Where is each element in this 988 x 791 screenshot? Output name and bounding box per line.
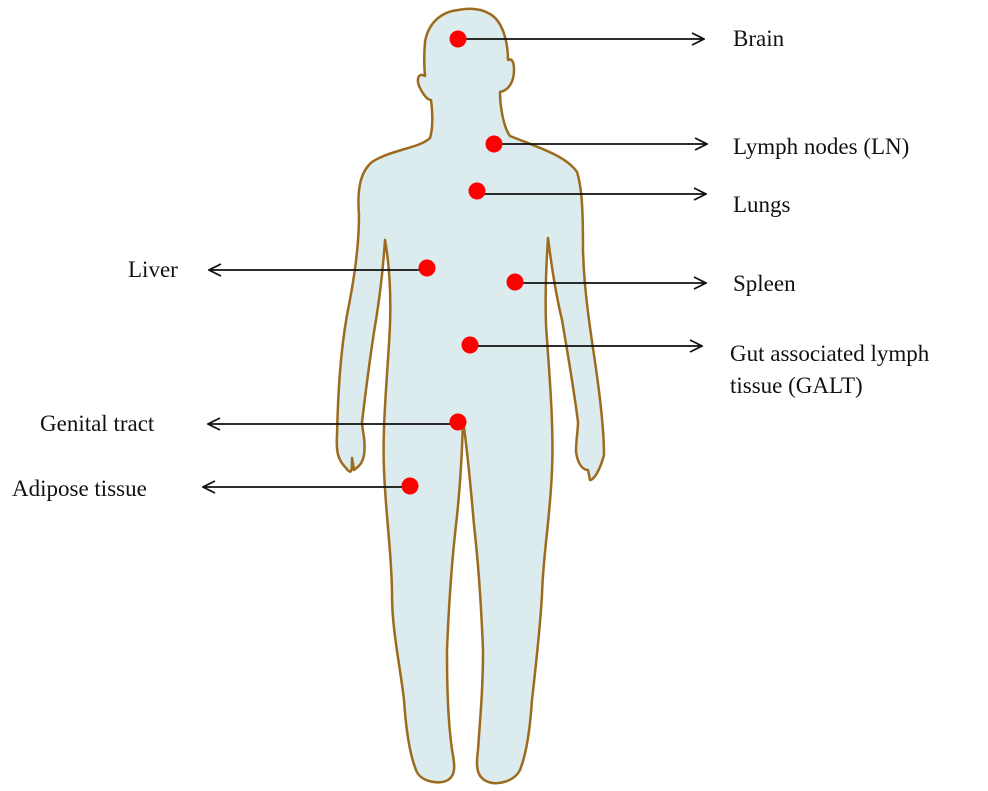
marker-genital-tract (450, 414, 467, 431)
human-body-silhouette (337, 9, 604, 783)
label-spleen: Spleen (733, 271, 796, 296)
label-adipose-tissue: Adipose tissue (12, 476, 147, 501)
label-lymph-nodes: Lymph nodes (LN) (733, 134, 909, 159)
marker-galt (462, 337, 479, 354)
label-liver: Liver (128, 257, 178, 282)
marker-adipose-tissue (402, 478, 419, 495)
marker-spleen (507, 274, 524, 291)
marker-brain (450, 31, 467, 48)
marker-lungs (469, 183, 486, 200)
label-galt-line2: tissue (GALT) (730, 373, 863, 398)
label-brain: Brain (733, 26, 785, 51)
marker-liver (419, 260, 436, 277)
marker-lymph-nodes (486, 136, 503, 153)
label-lungs: Lungs (733, 192, 791, 217)
label-genital-tract: Genital tract (40, 411, 155, 436)
label-galt-line1: Gut associated lymph (730, 341, 930, 366)
